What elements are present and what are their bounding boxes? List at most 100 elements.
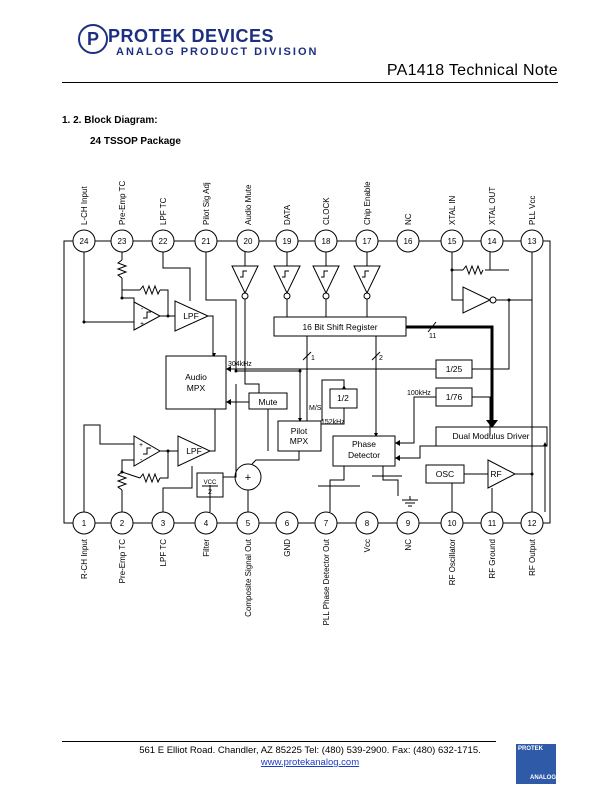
- top-pin-number-17: 17: [363, 237, 372, 246]
- top-pin-label-17: Chip Enable: [363, 181, 372, 225]
- top-pin-label-19: DATA: [283, 204, 292, 225]
- opamp-bottom-minus: -: [140, 457, 143, 464]
- phase-detector-block: [332, 435, 396, 467]
- top-pin-circle-23: [110, 229, 134, 253]
- top-pin-number-21: 21: [202, 237, 211, 246]
- bottom-pin-number-12: 12: [528, 519, 537, 528]
- top-pin-circle-19: [275, 229, 299, 253]
- bottom-pin-circle-1: [72, 511, 96, 535]
- vcc-half-top: VCC: [204, 480, 217, 486]
- top-pin-circle-16: [396, 229, 420, 253]
- top-pin-circle-14: [480, 229, 504, 253]
- bottom-pin-label-7: PLL Phase Detector Out: [322, 538, 331, 625]
- footer-logo-top: PROTEK: [518, 746, 544, 752]
- top-pin-number-16: 16: [404, 237, 413, 246]
- bottom-pin-label-3: LPF TC: [159, 539, 168, 567]
- summer-label: +: [245, 472, 251, 484]
- top-pin-circle-21: [194, 229, 218, 253]
- bottom-pin-label-8: Vcc: [363, 539, 372, 552]
- bottom-pin-circle-9: [396, 511, 420, 535]
- bottom-pin-number-5: 5: [246, 519, 251, 528]
- dual-modulus-label: Dual Modulus Driver: [453, 431, 530, 441]
- logo-text: PROTEK DEVICES: [108, 26, 275, 46]
- bottom-pin-circle-11: [480, 511, 504, 535]
- opamp-top-plus: +: [140, 321, 144, 328]
- top-pin-number-22: 22: [159, 237, 168, 246]
- bottom-pin-circle-10: [440, 511, 464, 535]
- top-pin-label-22: LPF TC: [159, 197, 168, 225]
- bottom-pin-number-7: 7: [324, 519, 329, 528]
- top-pin-number-14: 14: [488, 237, 497, 246]
- top-pin-circle-17: [355, 229, 379, 253]
- pilot-mpx-label-2: MPX: [290, 436, 309, 446]
- package-heading: 24 TSSOP Package: [90, 136, 181, 147]
- top-pin-label-20: Audio Mute: [244, 184, 253, 225]
- bottom-pin-circle-4: [194, 511, 218, 535]
- bottom-pin-circle-12: [520, 511, 544, 535]
- bottom-pin-label-6: GND: [283, 539, 292, 557]
- signal-ms: M/S: [309, 405, 322, 412]
- bottom-pin-circle-2: [110, 511, 134, 535]
- bottom-pin-number-8: 8: [365, 519, 370, 528]
- bottom-pin-label-4: Filter: [202, 539, 211, 557]
- phase-detector-label-2: Detector: [348, 450, 380, 460]
- bottom-pin-circle-3: [151, 511, 175, 535]
- document-title: PA1418 Technical Note: [386, 62, 558, 79]
- footer-logo-bottom: ANALOG: [530, 775, 556, 781]
- top-pin-label-13: PLL Vcc: [528, 196, 537, 226]
- xtal-inverter: [462, 286, 492, 314]
- top-pin-label-18: CLOCK: [322, 197, 331, 225]
- rf-label: RF: [490, 469, 501, 479]
- shift-register-label: 16 Bit Shift Register: [302, 322, 377, 332]
- lpf-top-label: LPF: [183, 311, 199, 321]
- footer-link[interactable]: www.protekanalog.com: [260, 757, 360, 768]
- bottom-pin-label-1: R-CH Input: [80, 538, 89, 579]
- logo-emblem: P: [78, 24, 108, 54]
- chip-outline: [63, 240, 551, 524]
- header-divider: [62, 82, 558, 83]
- top-pin-number-13: 13: [528, 237, 537, 246]
- bottom-pin-number-6: 6: [285, 519, 290, 528]
- logo-subtitle: ANALOG PRODUCT DIVISION: [116, 46, 319, 58]
- top-pin-circle-24: [72, 229, 96, 253]
- top-pin-number-23: 23: [118, 237, 127, 246]
- opamp-top-minus: -: [141, 306, 144, 313]
- top-pin-label-24: L-CH Input: [80, 186, 89, 225]
- bottom-pin-label-5: Composite Signal Out: [244, 538, 253, 617]
- bottom-pin-number-4: 4: [204, 519, 209, 528]
- div76-label: 1/76: [446, 392, 463, 402]
- bottom-pin-circle-5: [236, 511, 260, 535]
- top-pin-circle-15: [440, 229, 464, 253]
- top-pin-number-18: 18: [322, 237, 331, 246]
- footer-address: 561 E Elliot Road. Chandler, AZ 85225 Te…: [139, 745, 481, 756]
- opamp-top: [133, 301, 162, 331]
- footer-logo: PROTEK ANALOG: [516, 744, 556, 784]
- bus-11: 11: [429, 333, 436, 340]
- half-label: 1/2: [337, 393, 349, 403]
- bus-2: 2: [379, 355, 383, 362]
- bus-1: 1: [311, 355, 315, 362]
- top-pin-number-19: 19: [283, 237, 292, 246]
- phase-detector-label-1: Phase: [352, 439, 376, 449]
- top-pin-circle-13: [520, 229, 544, 253]
- top-pin-number-15: 15: [448, 237, 457, 246]
- top-pin-circle-20: [236, 229, 260, 253]
- bottom-pin-number-2: 2: [120, 519, 125, 528]
- bottom-pin-label-12: RF Output: [528, 538, 537, 576]
- top-pin-label-16: NC: [404, 213, 413, 225]
- signal-304khz: 304kHz: [228, 361, 252, 368]
- audio-mpx-label-1: Audio: [185, 372, 207, 382]
- top-pin-label-23: Pre-Emp TC: [118, 180, 127, 225]
- bottom-pin-number-1: 1: [82, 519, 87, 528]
- pilot-mpx-label-1: Pilot: [291, 426, 308, 436]
- bottom-pin-label-9: NC: [404, 539, 413, 551]
- top-pin-label-15: XTAL IN: [448, 195, 457, 225]
- top-pin-label-14: XTAL OUT: [488, 187, 497, 225]
- top-pin-label-21: Pilot Sig Adj: [202, 182, 211, 225]
- bottom-pin-label-11: RF Ground: [488, 539, 497, 579]
- bottom-pin-number-9: 9: [406, 519, 411, 528]
- bottom-pin-circle-8: [355, 511, 379, 535]
- bottom-pin-circle-7: [314, 511, 338, 535]
- top-pin-circle-18: [314, 229, 338, 253]
